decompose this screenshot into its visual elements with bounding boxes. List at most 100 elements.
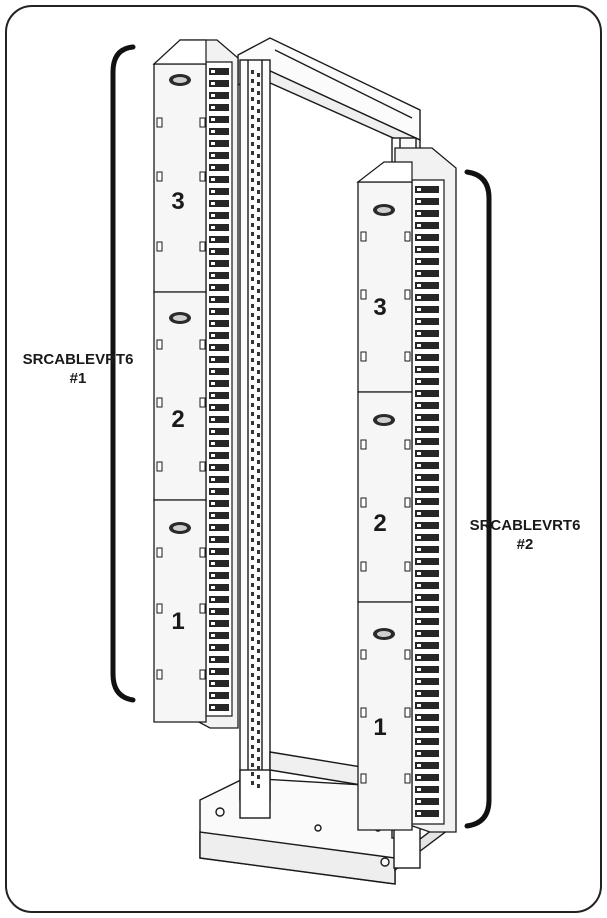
rack-hole: [257, 784, 260, 788]
cable-finger: [415, 330, 439, 337]
finger-slot: [211, 538, 215, 541]
cable-finger: [415, 522, 439, 529]
finger-slot: [211, 622, 215, 625]
finger-slot: [417, 368, 421, 371]
cable-finger: [415, 306, 439, 313]
rack-hole: [257, 217, 260, 221]
left-section-3: 3: [171, 188, 185, 215]
cable-finger: [209, 704, 229, 711]
finger-slot: [211, 706, 215, 709]
rack-hole: [251, 115, 254, 119]
cable-finger: [209, 140, 229, 147]
rack-hole: [257, 415, 260, 419]
finger-slot: [211, 610, 215, 613]
panel-clip: [404, 231, 411, 242]
cable-finger: [415, 282, 439, 289]
rack-hole: [251, 160, 254, 164]
rack-hole: [257, 235, 260, 239]
cable-finger: [415, 390, 439, 397]
finger-slot: [417, 428, 421, 431]
panel-clip: [360, 439, 367, 450]
cable-finger: [415, 498, 439, 505]
panel-clip: [156, 171, 163, 182]
finger-slot: [417, 812, 421, 815]
finger-slot: [211, 682, 215, 685]
finger-slot: [417, 764, 421, 767]
cable-finger: [415, 618, 439, 625]
rack-hole: [257, 271, 260, 275]
finger-slot: [417, 716, 421, 719]
rack-hole: [251, 394, 254, 398]
rack-hole: [257, 199, 260, 203]
panel-clip: [199, 547, 206, 558]
finger-slot: [417, 296, 421, 299]
finger-slot: [211, 394, 215, 397]
rack-hole: [251, 385, 254, 389]
cable-finger: [209, 152, 229, 159]
rack-hole: [257, 469, 260, 473]
rack-hole: [251, 421, 254, 425]
cable-finger: [209, 128, 229, 135]
rack-hole: [251, 682, 254, 686]
rack-hole: [257, 640, 260, 644]
rack-hole: [251, 718, 254, 722]
rack-hole: [257, 748, 260, 752]
rack-hole: [257, 289, 260, 293]
rack-hole: [251, 70, 254, 74]
rack-hole: [257, 181, 260, 185]
rack-hole: [257, 109, 260, 113]
rack-hole: [257, 496, 260, 500]
cable-finger: [209, 692, 229, 699]
cable-finger: [209, 560, 229, 567]
finger-slot: [417, 248, 421, 251]
panel-clip: [360, 561, 367, 572]
brand-badge-icon: [373, 628, 395, 640]
brand-badge-icon: [169, 312, 191, 324]
panel-clip: [156, 117, 163, 128]
panel-clip: [199, 117, 206, 128]
cable-finger: [209, 572, 229, 579]
rack-hole: [257, 433, 260, 437]
finger-slot: [211, 82, 215, 85]
finger-slot: [211, 562, 215, 565]
rack-hole: [251, 673, 254, 677]
rack-hole: [257, 388, 260, 392]
finger-slot: [417, 272, 421, 275]
rack-hole: [257, 451, 260, 455]
cable-manager-1: [152, 39, 239, 729]
rack-hole: [251, 565, 254, 569]
cable-finger: [209, 80, 229, 87]
finger-slot: [417, 524, 421, 527]
cable-finger: [415, 438, 439, 445]
rack-hole: [251, 727, 254, 731]
finger-slot: [417, 464, 421, 467]
rack-hole: [251, 583, 254, 587]
rack-hole: [251, 691, 254, 695]
cable-finger: [415, 450, 439, 457]
rack-hole: [251, 538, 254, 542]
rack-hole: [251, 448, 254, 452]
finger-slot: [211, 658, 215, 661]
finger-slot: [211, 118, 215, 121]
finger-slot: [211, 226, 215, 229]
cable-finger: [209, 644, 229, 651]
finger-slot: [417, 332, 421, 335]
cable-manager-2: [356, 147, 457, 833]
finger-slot: [417, 680, 421, 683]
rack-hole: [251, 412, 254, 416]
cable-finger: [209, 332, 229, 339]
rack-hole: [251, 772, 254, 776]
cable-finger: [209, 248, 229, 255]
manager-1-label: SRCABLEVRT6 #1: [8, 350, 148, 388]
cable-fingers-left: [209, 68, 229, 711]
finger-slot: [211, 418, 215, 421]
rack-hole: [257, 82, 260, 86]
rack-hole: [251, 637, 254, 641]
rack-hole: [257, 325, 260, 329]
cable-finger: [209, 656, 229, 663]
finger-slot: [211, 166, 215, 169]
rack-hole: [257, 397, 260, 401]
rack-hole: [251, 367, 254, 371]
panel-clip: [156, 397, 163, 408]
finger-slot: [211, 574, 215, 577]
